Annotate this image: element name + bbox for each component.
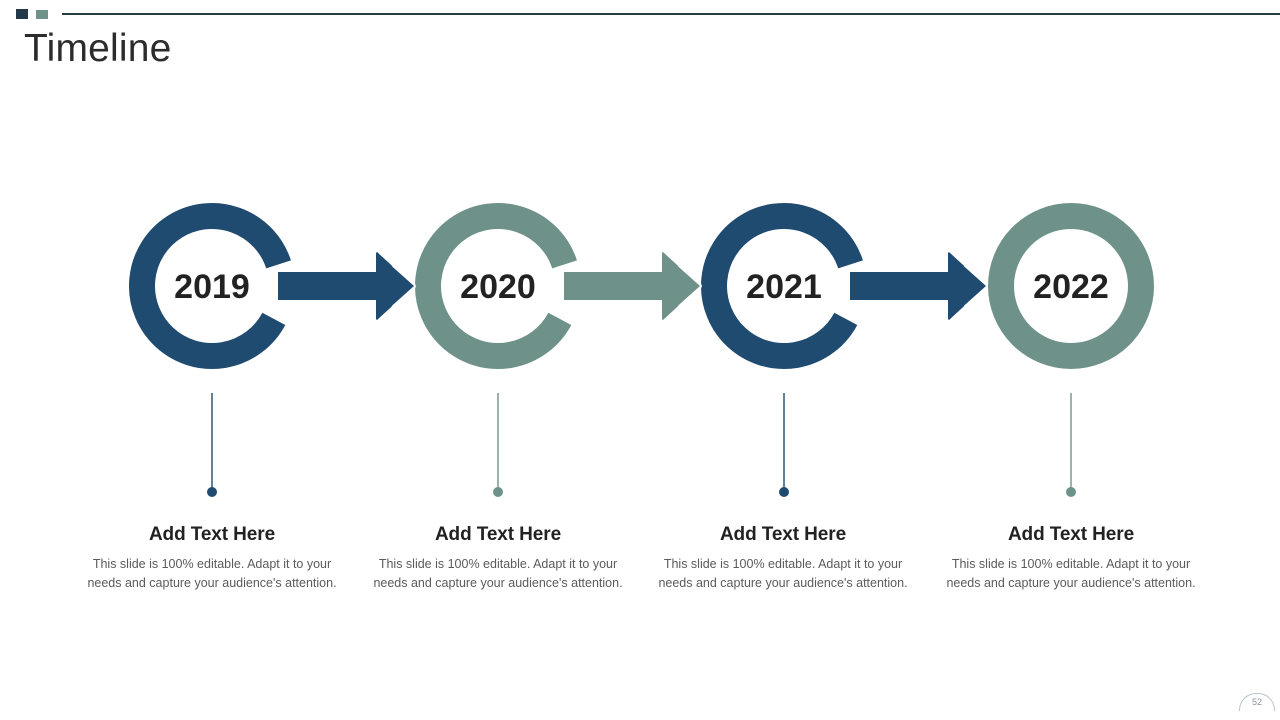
milestone-heading: Add Text Here	[1007, 524, 1135, 545]
milestone-body: This slide is 100% editable. Adapt it to…	[946, 556, 1196, 591]
milestone-caption-4: Add Text Here This slide is 100% editabl…	[941, 524, 1201, 594]
milestone-year-label: 2020	[460, 268, 536, 306]
arrow-notch	[960, 256, 988, 316]
milestone-node-2: 2020	[415, 203, 700, 497]
header-square-sage-icon	[36, 10, 48, 19]
arrow-notch	[388, 256, 416, 316]
milestone-ring	[415, 203, 577, 369]
milestone-ring	[988, 203, 1154, 369]
milestone-caption-2: Add Text Here This slide is 100% editabl…	[368, 524, 628, 594]
milestone-year-label: 2021	[746, 268, 822, 306]
milestone-connector-dot	[493, 487, 503, 497]
arrow-notch	[674, 256, 702, 316]
page-number-label: 52	[1251, 697, 1262, 707]
milestone-node-1: 2019	[129, 203, 414, 497]
milestone-connector-dot	[1066, 487, 1076, 497]
milestone-heading: Add Text Here	[719, 524, 847, 545]
milestone-year-label: 2022	[1033, 268, 1109, 306]
milestone-year-label: 2019	[174, 268, 250, 306]
page-number-badge: 52	[1239, 693, 1275, 711]
milestone-body: This slide is 100% editable. Adapt it to…	[87, 556, 337, 591]
milestone-body: This slide is 100% editable. Adapt it to…	[658, 556, 908, 591]
arrow-tip	[662, 252, 700, 320]
page-title: Timeline	[24, 27, 172, 70]
milestone-arrow	[278, 252, 414, 320]
milestone-arrow	[850, 252, 986, 320]
arrow-tip	[376, 252, 414, 320]
milestone-ring	[129, 203, 291, 369]
milestone-ring	[701, 203, 863, 369]
milestone-node-3: 2021	[701, 203, 986, 497]
milestone-connector-dot	[207, 487, 217, 497]
milestone-node-4: 2022	[988, 203, 1154, 497]
header-square-navy-icon	[16, 9, 28, 19]
milestone-heading: Add Text Here	[434, 524, 562, 545]
milestone-heading: Add Text Here	[148, 524, 276, 545]
header-rule	[62, 13, 1280, 15]
arrow-tip	[948, 252, 986, 320]
milestone-body: This slide is 100% editable. Adapt it to…	[373, 556, 623, 591]
milestone-caption-1: Add Text Here This slide is 100% editabl…	[82, 524, 342, 594]
milestone-arrow	[564, 252, 700, 320]
milestone-caption-3: Add Text Here This slide is 100% editabl…	[653, 524, 913, 594]
milestone-connector-dot	[779, 487, 789, 497]
